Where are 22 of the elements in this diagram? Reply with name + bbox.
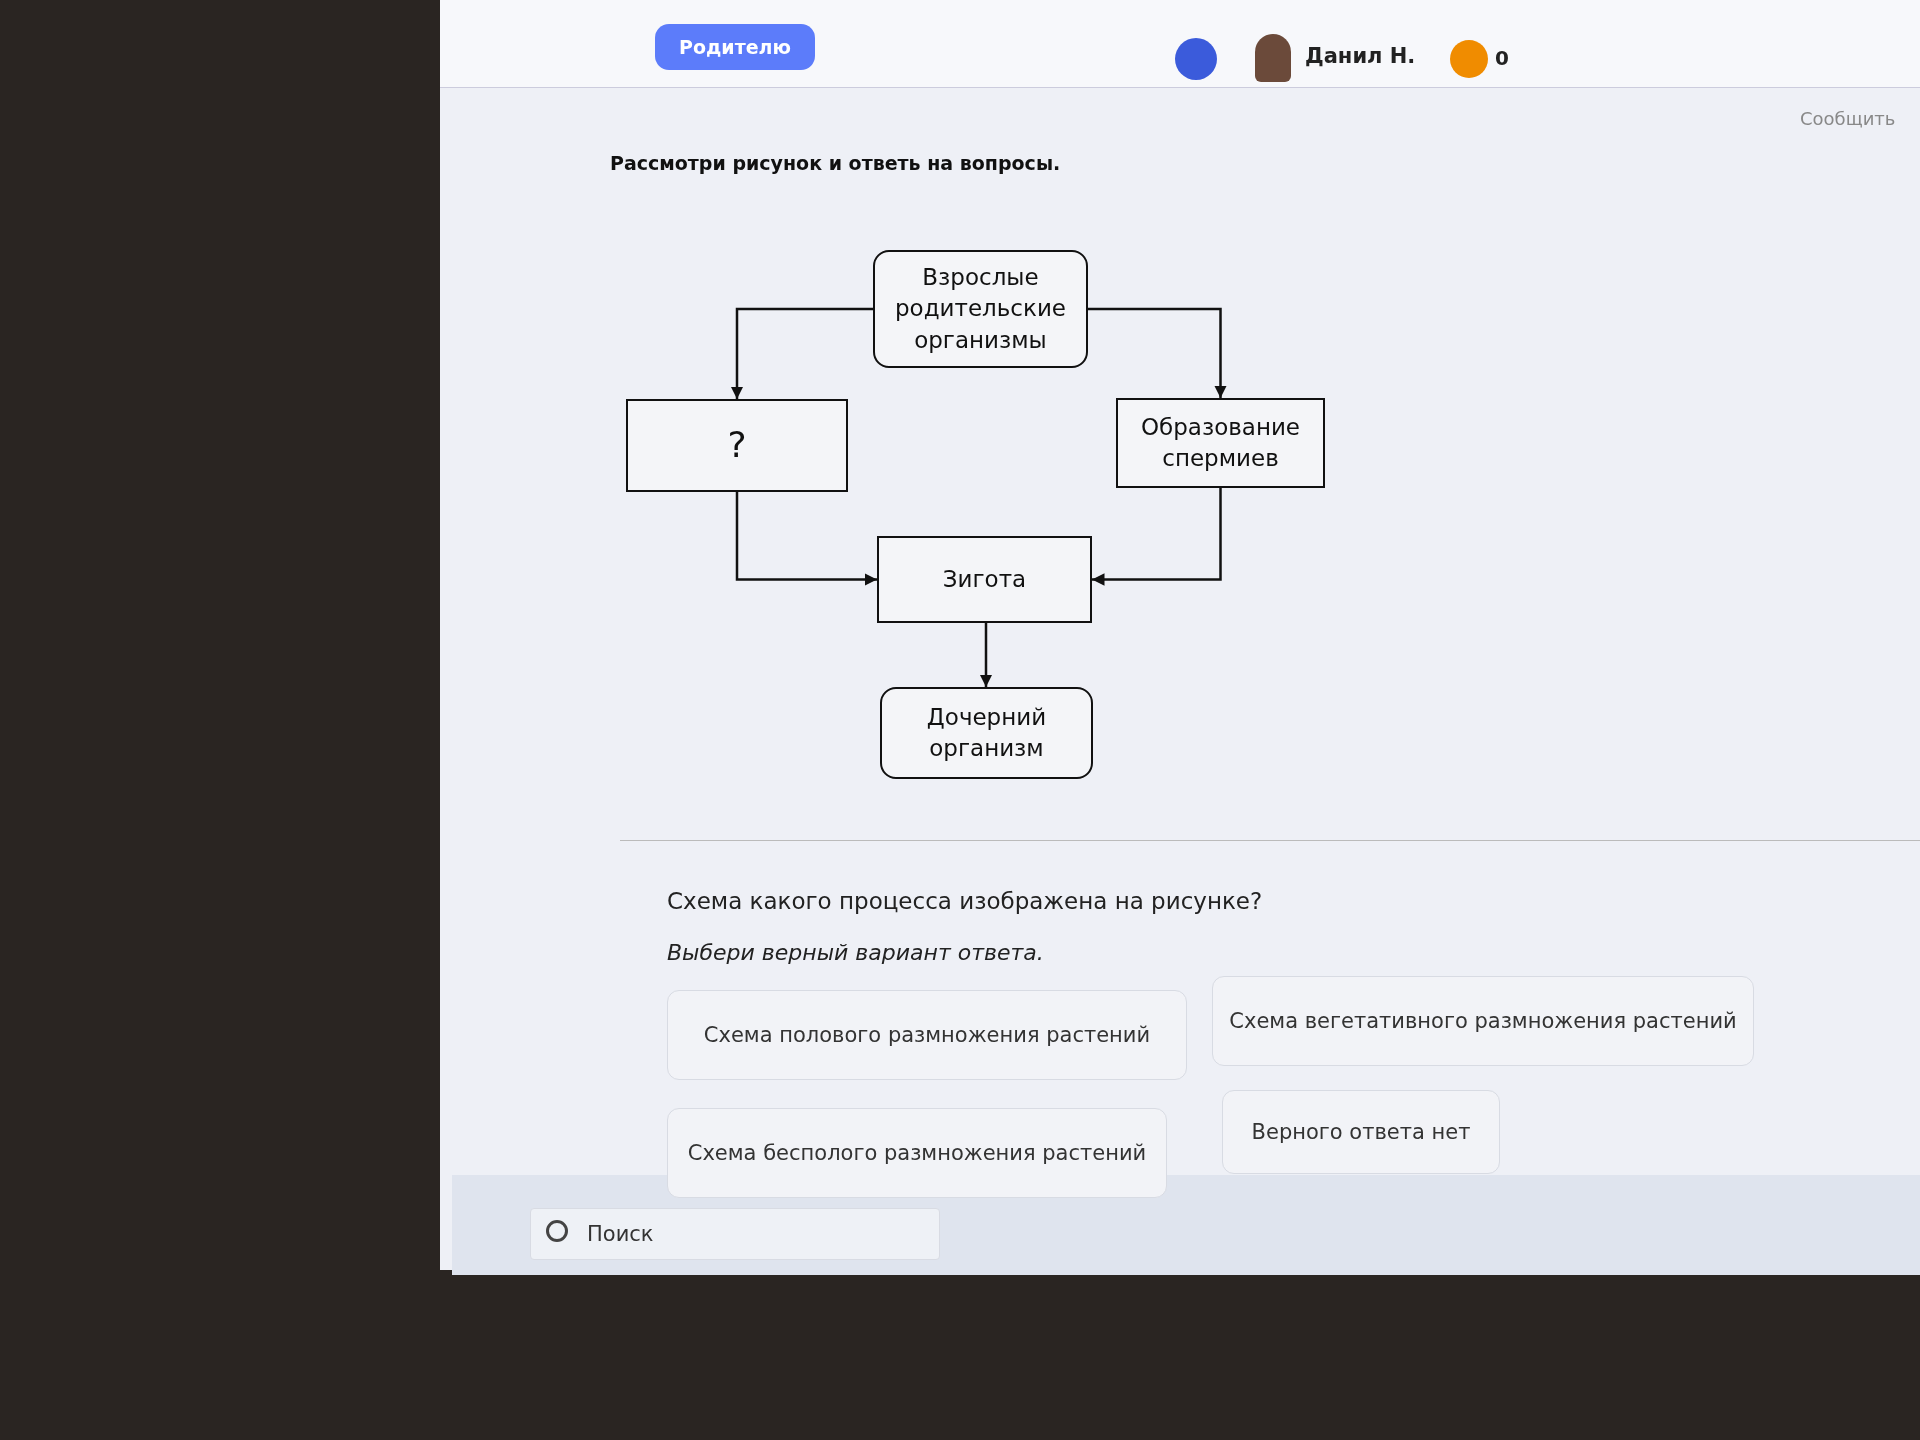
arrow bbox=[735, 492, 877, 586]
rounded-box: Дочерний организм bbox=[880, 687, 1093, 779]
rounded-box: Взрослые родительские организмы bbox=[873, 250, 1088, 368]
user-name: Данил Н. bbox=[1305, 44, 1416, 68]
process-box: ? bbox=[626, 399, 848, 492]
task-title: Рассмотри рисунок и ответь на вопросы. bbox=[610, 152, 1061, 174]
answer-option: Верного ответа нет bbox=[1222, 1090, 1500, 1174]
process-box: Образование спермиев bbox=[1116, 398, 1325, 488]
process-box: Зигота bbox=[877, 536, 1092, 623]
search-field: Поиск bbox=[530, 1208, 940, 1260]
question-text: Схема какого процесса изображена на рисунке? bbox=[667, 888, 1263, 914]
arrow bbox=[730, 307, 873, 399]
arrow bbox=[1092, 488, 1222, 586]
coin-count: 0 bbox=[1495, 46, 1509, 70]
parent-button: Родителю bbox=[655, 24, 815, 70]
answer-option: Схема полового размножения растений bbox=[667, 990, 1187, 1080]
answer-option: Схема бесполого размножения растений bbox=[667, 1108, 1167, 1198]
arrow bbox=[1088, 307, 1227, 398]
arrow bbox=[979, 623, 993, 687]
report-link: Сообщить bbox=[1800, 108, 1896, 129]
instruction-text: Выбери верный вариант ответа. bbox=[667, 940, 1044, 965]
answer-option: Схема вегетативного размножения растений bbox=[1212, 976, 1754, 1066]
